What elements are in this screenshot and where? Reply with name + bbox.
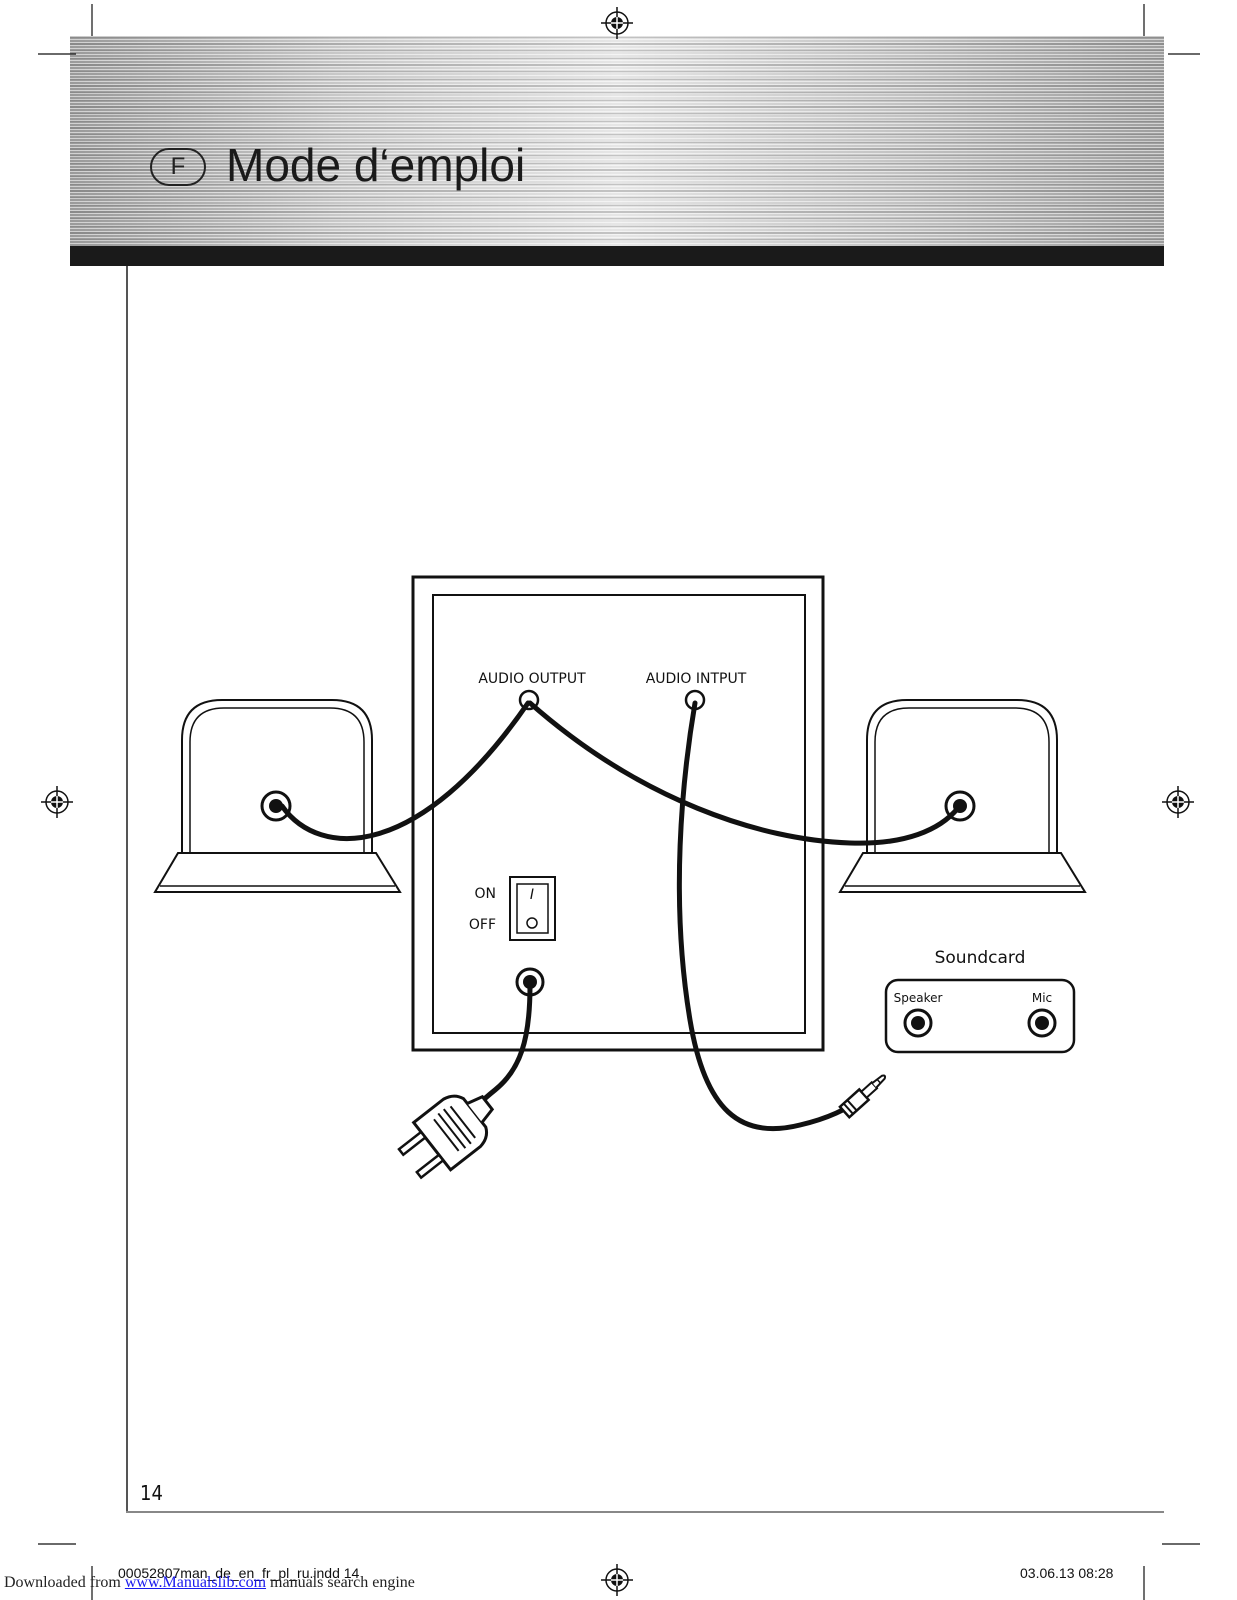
page-title: Mode d‘emploi	[226, 139, 526, 191]
language-badge: F	[150, 148, 206, 186]
right-speaker-cable	[527, 700, 961, 846]
soundcard-cable	[676, 700, 858, 1132]
soundcard-speaker-jack	[903, 1008, 933, 1038]
power-plug-icon	[397, 1094, 495, 1180]
soundcard-panel	[884, 978, 1076, 1054]
header-band	[70, 36, 1164, 246]
switch-on-symbol: I	[530, 887, 534, 903]
page-number: 14	[140, 1481, 163, 1505]
registration-mark-right	[1162, 786, 1194, 818]
download-note: Downloaded from www.Manualslib.com manua…	[4, 1574, 415, 1592]
footer-date-time: 03.06.13 08:28	[1020, 1565, 1114, 1581]
download-suffix: manuals search engine	[266, 1574, 415, 1591]
header-bar	[70, 246, 1164, 266]
right-speaker	[838, 699, 1087, 893]
left-speaker	[153, 699, 402, 893]
audio-output-label: AUDIO OUTPUT	[478, 671, 586, 687]
registration-mark-bottom	[601, 1564, 633, 1596]
registration-mark-top	[601, 7, 633, 39]
download-link[interactable]: www.Manualslib.com	[124, 1574, 267, 1591]
soundcard-mic-label: Mic	[1032, 991, 1052, 1005]
audio-input-label: AUDIO INTPUT	[646, 671, 747, 687]
soundcard-title: Soundcard	[935, 948, 1026, 968]
soundcard-speaker-label: Speaker	[894, 991, 943, 1005]
download-prefix: Downloaded from	[4, 1574, 125, 1591]
footer-file-name: 00052807man_de_en_fr_pl_ru.indd 14	[118, 1565, 360, 1581]
on-label: ON	[475, 886, 497, 902]
subwoofer-panel	[411, 575, 825, 1052]
off-label: OFF	[469, 917, 496, 933]
audio-plug-icon	[838, 1074, 887, 1120]
margin-left-rule	[126, 266, 128, 1512]
soundcard-mic-jack	[1027, 1008, 1057, 1038]
switch-off-symbol	[526, 917, 538, 929]
power-switch: I	[509, 876, 556, 941]
registration-mark-left	[41, 786, 73, 818]
margin-bottom-rule	[126, 1511, 1164, 1513]
left-speaker-jack	[260, 790, 292, 822]
left-speaker-cable	[279, 700, 531, 842]
